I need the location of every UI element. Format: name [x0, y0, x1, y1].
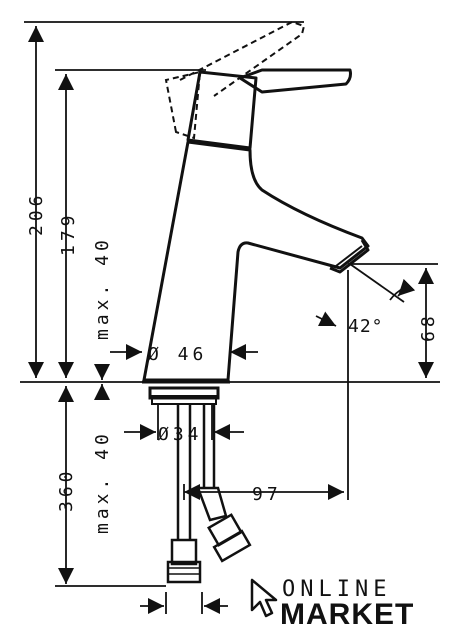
label-connection-diameter: Ø34 [158, 424, 203, 445]
faucet-outline [142, 68, 370, 382]
online-market-logo: ONLINE MARKET [250, 577, 414, 631]
logo-line-online: ONLINE [282, 577, 391, 602]
logo-line-market: MARKET [280, 598, 414, 631]
supply-hoses [166, 404, 252, 584]
label-overall-height: 206 [26, 191, 47, 236]
dimension-lines [20, 21, 440, 615]
label-spout-rise: 68 [418, 312, 439, 342]
label-max-deck-upper: max. 40 [92, 236, 113, 340]
label-spray-angle: 42° [348, 316, 384, 337]
cursor-icon [250, 578, 278, 618]
handle-alt-position [164, 20, 306, 140]
label-hose-length: 360 [56, 467, 77, 512]
base-plate [142, 380, 230, 405]
label-spout-diameter: Ø 46 [148, 344, 207, 365]
label-spout-height: 179 [58, 211, 79, 256]
label-max-deck-lower: max. 40 [92, 430, 113, 534]
label-spout-reach: 97 [252, 484, 282, 505]
